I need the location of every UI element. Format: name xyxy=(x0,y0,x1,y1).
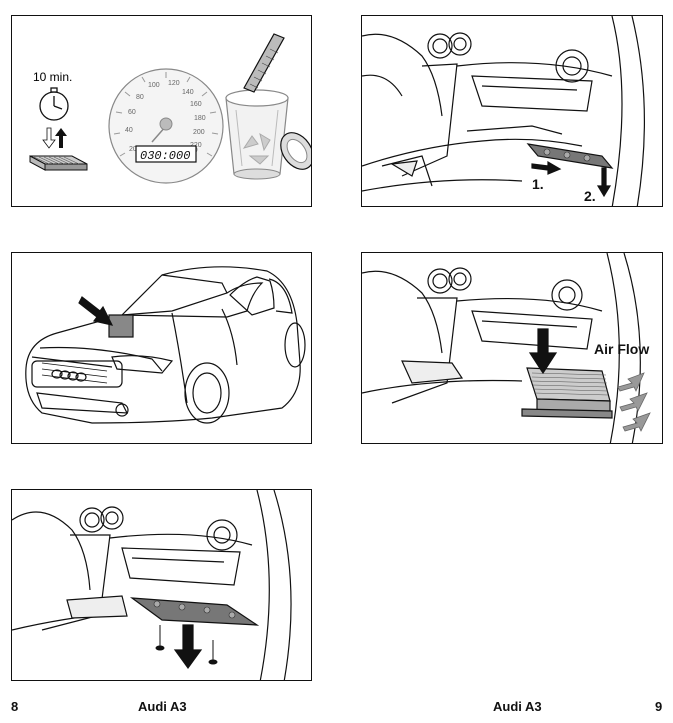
speed-tick: 140 xyxy=(182,89,194,96)
speed-tick: 200 xyxy=(193,129,205,136)
cabin-filter xyxy=(521,367,613,419)
speed-tick: 100 xyxy=(148,82,160,89)
panel-cover-removal: 1. 2. xyxy=(361,15,663,207)
car-illustration xyxy=(25,266,306,424)
step-two-label: 2. xyxy=(584,188,596,204)
speed-tick: 120 xyxy=(168,80,180,87)
insert-arrow-icon xyxy=(528,328,558,375)
model-name-left: Audi A3 xyxy=(138,699,187,714)
exchange-arrows-icon xyxy=(42,127,67,149)
filter-location-marker xyxy=(108,314,134,338)
panel-car-location xyxy=(11,252,312,444)
panel-filter-insertion: Air Flow xyxy=(361,252,663,444)
stopwatch-icon xyxy=(39,87,69,121)
screw-icon xyxy=(155,625,165,651)
speed-tick: 180 xyxy=(194,115,206,122)
recycle-bin-icon xyxy=(225,33,311,180)
timer-label: 10 min. xyxy=(33,70,72,84)
panel-cover-screws xyxy=(11,489,312,681)
remove-arrow-icon xyxy=(173,624,203,670)
odometer-display xyxy=(135,145,197,163)
odometer-value: 030:000 xyxy=(140,149,190,163)
filter-small-icon xyxy=(29,155,88,171)
speedometer-gauge: 20 40 60 80 100 120 140 160 180 200 220 … xyxy=(108,68,224,184)
screw-icon xyxy=(208,640,218,665)
dashboard-cover xyxy=(129,597,260,626)
page-number-left: 8 xyxy=(11,699,19,714)
location-arrow-icon xyxy=(78,296,114,326)
air-flow-arrows-icon xyxy=(617,372,651,432)
model-name-right: Audi A3 xyxy=(493,699,542,714)
down-arrow-icon xyxy=(596,167,612,198)
step-one-label: 1. xyxy=(532,176,544,192)
speed-tick: 80 xyxy=(136,94,144,101)
speed-tick: 160 xyxy=(190,101,202,108)
speed-tick: 60 xyxy=(128,109,136,116)
speed-tick: 20 xyxy=(129,146,137,153)
air-flow-label: Air Flow xyxy=(594,341,650,357)
page-number-right: 9 xyxy=(655,699,663,714)
panel-maintenance-interval: 10 min. xyxy=(11,15,312,207)
pull-arrow-icon xyxy=(531,160,562,175)
speed-tick: 40 xyxy=(125,127,133,134)
